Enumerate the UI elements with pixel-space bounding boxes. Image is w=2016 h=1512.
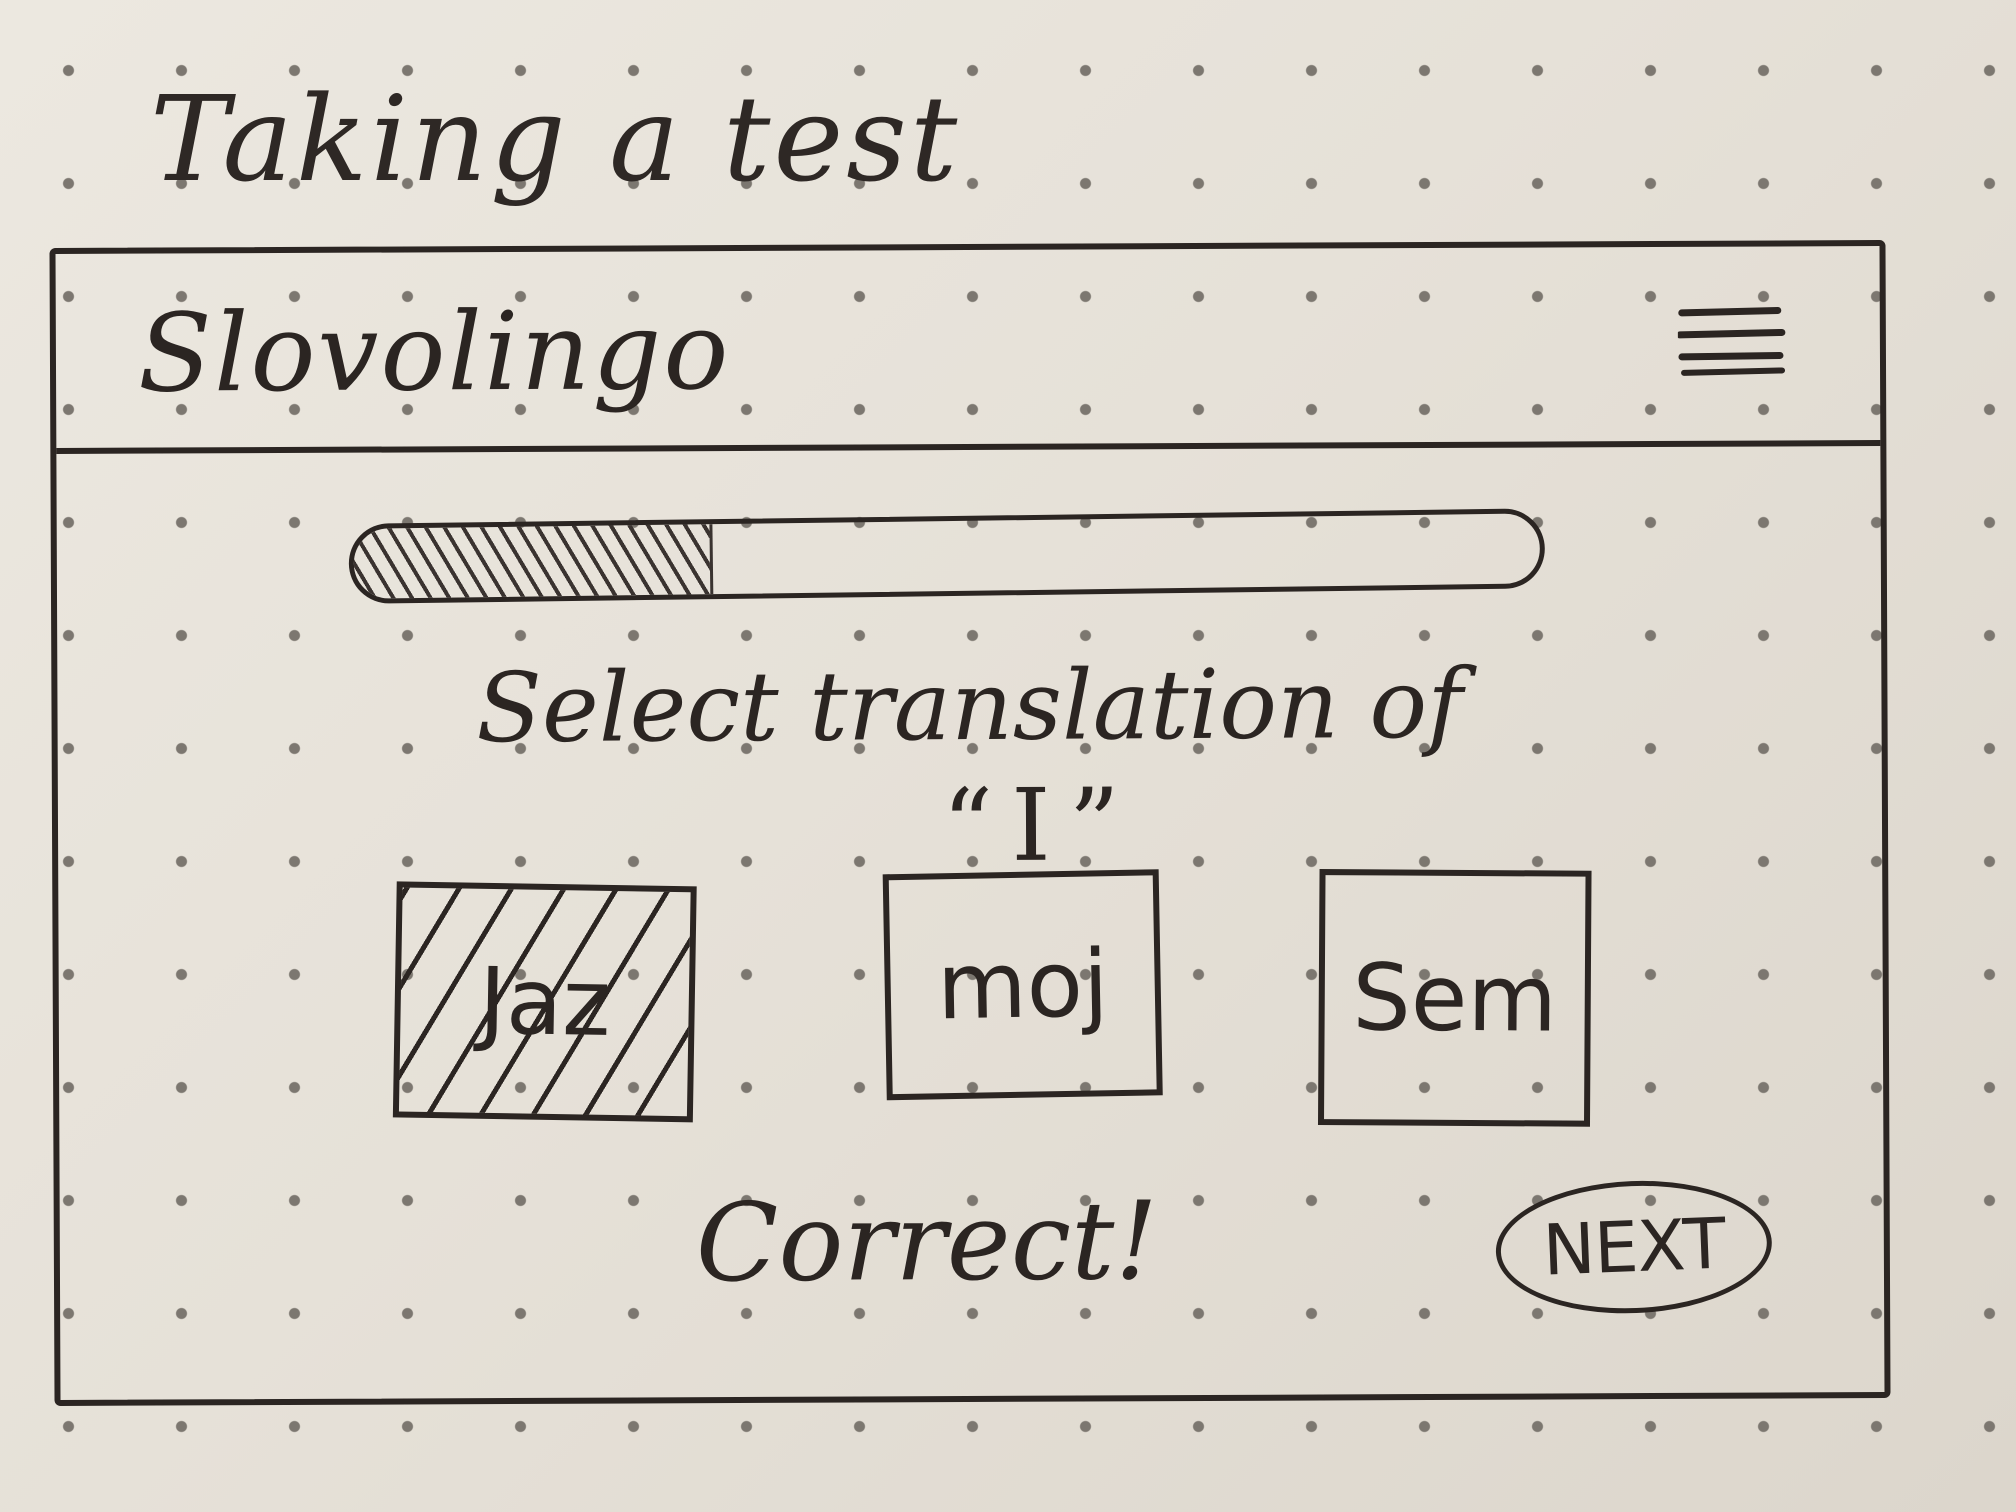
answer-option-moj[interactable]: moj [882, 869, 1163, 1101]
progress-bar [348, 508, 1546, 604]
next-button[interactable]: NEXT [1493, 1175, 1775, 1319]
question-prompt: Select translation of “I” [57, 642, 1882, 890]
hamburger-menu-icon[interactable] [1677, 304, 1786, 378]
answer-option-sem[interactable]: Sem [1317, 869, 1592, 1127]
question-word: “I” [941, 766, 1139, 885]
feedback-message: Correct! [695, 1179, 1159, 1307]
app-header: Slovolingo [55, 246, 1881, 454]
sketch-title: Taking a test [150, 70, 961, 208]
answer-option-label: moj [936, 929, 1110, 1040]
app-window: Slovolingo Select translation of “I” Jaz… [49, 240, 1891, 1406]
app-name: Slovolingo [137, 289, 731, 417]
answer-option-label: Sem [1352, 943, 1558, 1053]
progress-bar-fill [353, 524, 714, 599]
question-prompt-text: Select translation of [476, 647, 1463, 765]
answer-option-label: Jaz [477, 947, 612, 1057]
answer-option-jaz[interactable]: Jaz [392, 881, 697, 1123]
hamburger-menu-icon-graphic [1677, 306, 1786, 376]
